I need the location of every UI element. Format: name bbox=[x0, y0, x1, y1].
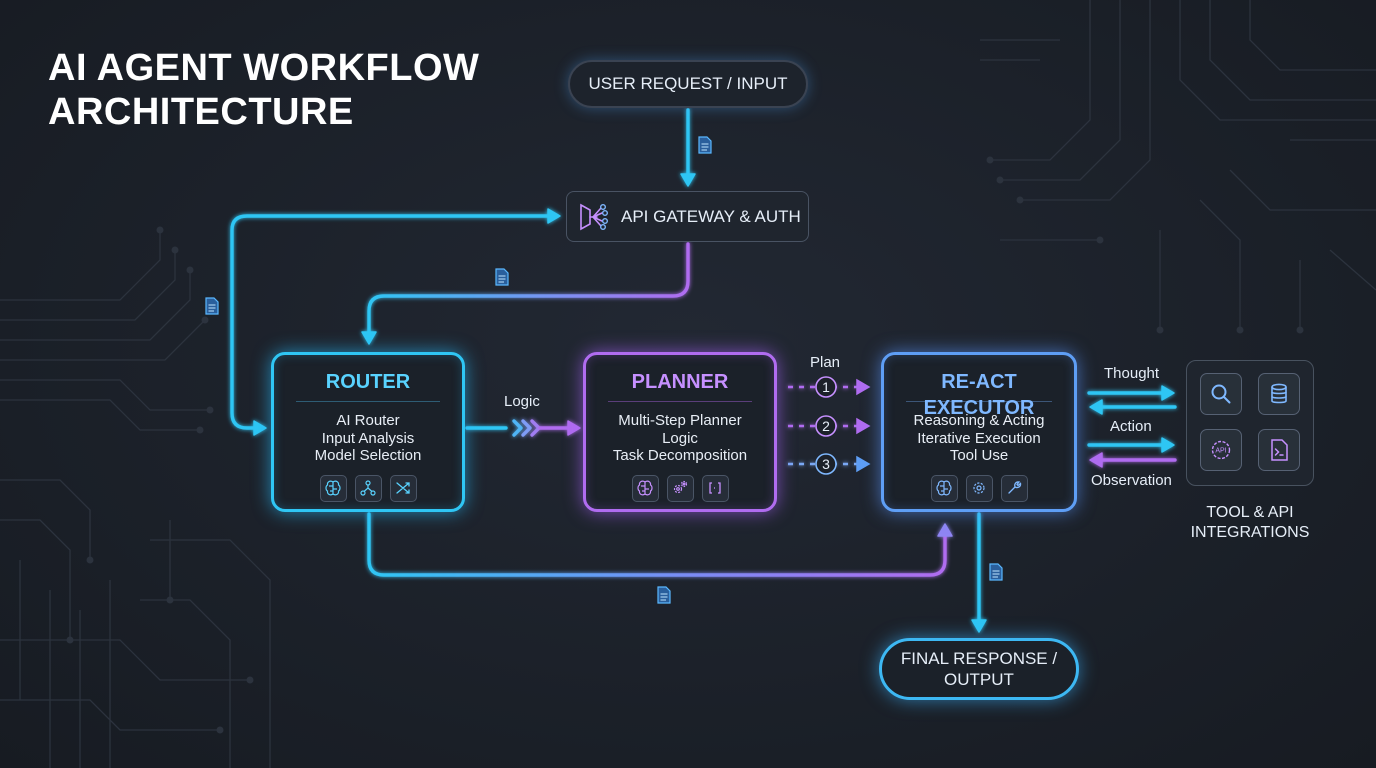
router-line-1: AI Router bbox=[336, 412, 400, 429]
code-brackets-icon bbox=[701, 474, 729, 502]
network-icon bbox=[354, 474, 382, 502]
router-divider bbox=[296, 401, 440, 402]
gears-icon bbox=[666, 474, 694, 502]
api-chip-icon[interactable]: API bbox=[1200, 429, 1242, 471]
react-executor-node[interactable]: RE-ACT EXECUTOR Reasoning & Acting Itera… bbox=[881, 352, 1077, 512]
executor-line-3: Tool Use bbox=[949, 447, 1009, 464]
document-icon bbox=[657, 586, 671, 604]
planner-divider bbox=[608, 401, 752, 402]
shuffle-icon bbox=[389, 474, 417, 502]
router-icon-row bbox=[274, 474, 462, 502]
user-request-label: USER REQUEST / INPUT bbox=[588, 74, 788, 93]
tools-caption-line-1: TOOL & API bbox=[1206, 504, 1294, 521]
logic-label: Logic bbox=[504, 393, 540, 410]
router-line-2: Input Analysis bbox=[321, 429, 415, 447]
document-icon bbox=[205, 297, 219, 315]
thought-label: Thought bbox=[1104, 365, 1160, 382]
edge-router-to-executor bbox=[367, 512, 947, 577]
plan-step-2-circle bbox=[815, 415, 837, 437]
planner-line-2: Logic bbox=[662, 429, 698, 447]
executor-line-1: Reasoning & Acting bbox=[913, 412, 1045, 429]
brain-icon bbox=[930, 474, 958, 502]
executor-divider bbox=[906, 401, 1052, 402]
tool-integrations-panel[interactable]: API bbox=[1186, 360, 1314, 486]
api-gateway-node[interactable]: API GATEWAY & AUTH bbox=[566, 191, 809, 242]
planner-title: PLANNER bbox=[631, 371, 729, 393]
brain-icon bbox=[631, 474, 659, 502]
observation-label: Observation bbox=[1091, 472, 1172, 489]
brain-icon bbox=[319, 474, 347, 502]
document-icon bbox=[495, 268, 509, 286]
executor-line-2: Iterative Execution bbox=[917, 429, 1041, 447]
api-gateway-fan-icon bbox=[580, 203, 609, 230]
executor-icon-row bbox=[884, 474, 1074, 502]
final-response-line-2: OUTPUT bbox=[944, 670, 1014, 689]
tools-caption-line-2: INTEGRATIONS bbox=[1190, 524, 1310, 541]
tool-integrations-caption: TOOL & API INTEGRATIONS bbox=[1180, 503, 1320, 543]
plan-label: Plan bbox=[810, 354, 841, 371]
final-response-node[interactable]: FINAL RESPONSE / OUTPUT bbox=[879, 638, 1079, 700]
edge-gateway-to-router bbox=[367, 242, 690, 338]
document-icon bbox=[698, 136, 712, 154]
api-gateway-label: API GATEWAY & AUTH bbox=[621, 206, 801, 226]
planner-node[interactable]: PLANNER Multi-Step Planner Logic Task De… bbox=[583, 352, 777, 512]
user-request-node[interactable]: USER REQUEST / INPUT bbox=[568, 60, 808, 108]
document-icon bbox=[989, 563, 1003, 581]
database-icon[interactable] bbox=[1258, 373, 1300, 415]
search-icon[interactable] bbox=[1200, 373, 1242, 415]
gear-icon bbox=[965, 474, 993, 502]
executor-title: RE-ACT EXECUTOR bbox=[923, 371, 1035, 419]
plan-step-3: 3 bbox=[822, 456, 830, 472]
planner-line-3: Task Decomposition bbox=[612, 447, 748, 464]
wrench-icon bbox=[1000, 474, 1028, 502]
planner-line-1: Multi-Step Planner bbox=[618, 412, 742, 429]
diagram-title-line-2: ARCHITECTURE bbox=[48, 91, 354, 133]
plan-step-3-circle bbox=[815, 453, 837, 475]
api-chip-text: API bbox=[1215, 448, 1226, 455]
action-label: Action bbox=[1110, 418, 1152, 435]
plan-step-2: 2 bbox=[822, 418, 830, 434]
edge-router-to-gateway bbox=[230, 214, 550, 430]
terminal-icon[interactable] bbox=[1258, 429, 1300, 471]
router-line-3: Model Selection bbox=[314, 447, 422, 464]
final-response-line-1: FINAL RESPONSE / bbox=[900, 649, 1058, 668]
plan-step-1-circle bbox=[815, 376, 837, 398]
diagram-title-line-1: AI AGENT WORKFLOW bbox=[48, 47, 480, 89]
router-node[interactable]: ROUTER AI Router Input Analysis Model Se… bbox=[271, 352, 465, 512]
diagram-title: AI AGENT WORKFLOW ARCHITECTURE bbox=[48, 46, 479, 134]
planner-icon-row bbox=[586, 474, 774, 502]
router-title: ROUTER bbox=[325, 371, 411, 393]
plan-step-1: 1 bbox=[822, 379, 830, 395]
